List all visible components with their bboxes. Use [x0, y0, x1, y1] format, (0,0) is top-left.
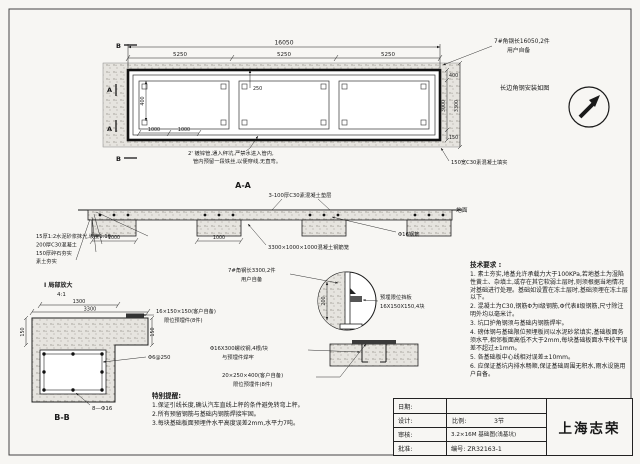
company-name: 上海志荣: [558, 421, 621, 437]
bb-dim-1300: 1300: [73, 299, 86, 305]
dim-inner-1000b: 1000: [178, 127, 190, 133]
aa-note-2: 200厚C30混凝土: [36, 241, 77, 249]
angle-steel-label: 7#角钢长16050,2件: [494, 37, 550, 45]
detail-steel-label: 7#角钢长3300,2件: [228, 266, 276, 274]
bb-dim-150-right: 150: [150, 327, 156, 336]
tech-item-4: 4. 磅体钢与基础限位预埋板间以水泥砂浆填实,基础板面务须水平,相邻板面高低不大…: [470, 329, 628, 352]
anchor-rebar-label-1: Φ16X300螺纹钢,4根/块: [210, 344, 269, 352]
tech-item-5: 5. 各基础板中心线相对误差±10mm。: [470, 353, 574, 361]
fill-label: 150宽C30素混凝土填实: [451, 158, 507, 166]
mark-a-bottom: A: [107, 125, 112, 133]
scale-label: 比例:: [452, 418, 467, 425]
rebar-label: Φ16钢筋: [398, 230, 420, 238]
bb-plate-label-2: 限位预埋件(8件): [164, 316, 202, 324]
tech-item-1: 1. 素土夯实,地基允许承载力大于100KPa,若地基土为湿陷性黄土、杂填土,或…: [470, 270, 628, 302]
rebar-dots: [98, 213, 445, 217]
bb-dim-150-left: 150: [20, 327, 26, 336]
approve-label: 批准:: [398, 446, 413, 453]
bb-main-rebar-label: 8—Φ16: [92, 406, 113, 412]
dim-right-3000: 3000: [441, 100, 447, 112]
ground-label: 地面: [456, 206, 468, 214]
install-note-label: 长边角钢安装如图: [500, 84, 550, 92]
design-label: 设计:: [398, 418, 413, 425]
angle-steel-user-label: 用户自备: [507, 46, 530, 54]
plan-view: [102, 62, 461, 148]
mark-a-top: A: [107, 86, 112, 94]
embed-plate-label-2: 限位预埋件(8件): [233, 380, 272, 388]
detail-dim-200: 200: [321, 296, 327, 305]
detail-user-label: 用户自备: [241, 275, 263, 283]
date-label: 日期:: [398, 404, 413, 411]
title-block-divider: [546, 399, 547, 455]
aa-note-1: 15厚1:2水泥砂浆抹光,坡度1:10: [36, 232, 111, 240]
tech-item-3: 3. 坑口护角钢须与基础内钢筋焊牢。: [470, 320, 568, 328]
title-block: 日期: 设计: 审核: 批准: 比例: 3节 3.2×16M 基础图(浅基坑) …: [393, 398, 633, 456]
embed-plate-detail: [307, 340, 419, 378]
embed-plate-label-1: 20×250×400(客户自备): [222, 371, 283, 379]
platform-bays: [138, 80, 430, 130]
section-aa-title: A-A: [235, 181, 252, 190]
cushion-label: 3-100厚C30素混凝土垫层: [269, 191, 332, 199]
dim-inner-400: 400: [140, 96, 146, 105]
cage-label: 3300×1000×1000混凝土钢筋笼: [268, 243, 350, 251]
plan-leaders: [245, 45, 493, 162]
section-aa-drawing: [75, 198, 462, 261]
drawing-number: 编号: ZR32163-1: [451, 446, 502, 453]
pipe-note-line1: 2' 镀锌管,通入秤坑,严禁水进入管内,: [188, 149, 274, 157]
dim-right-150: 150: [449, 135, 458, 141]
dim-inner-1000a: 1000: [148, 127, 160, 133]
sheet-border: [8, 8, 632, 456]
dim-right-3300: 3300: [454, 100, 460, 112]
special-reminder: 特别提醒: 1.保证引线长度,确认汽车直线上秤的条件避免转弯上秤。 2.所有预留…: [152, 392, 384, 428]
dim-total: 16050: [274, 40, 293, 47]
title-block-divider: [394, 441, 546, 442]
anchor-plates: [141, 83, 427, 126]
review-label: 审核:: [398, 432, 413, 439]
stop-plate-label-1: 预埋限位挡板: [380, 293, 412, 301]
dim-segment-1: 5250: [173, 52, 187, 58]
aa-note-4: 素土夯实: [36, 257, 57, 265]
plan-dimensions: [125, 44, 463, 150]
detail-circle: [289, 271, 379, 331]
section-bb-title: B-B: [54, 413, 70, 422]
detail-scale: 4:1: [57, 292, 66, 298]
bb-rebar-dots: [42, 352, 104, 392]
tech-item-2: 2. 混凝土为C30,钢筋Φ为Ⅰ级钢筋,Φ代表Ⅱ级钢筋,尺寸除注明外均以毫米计。: [470, 303, 624, 319]
drawing-name: 3.2×16M 基础图(浅基坑): [451, 432, 517, 438]
dim-inner-250: 250: [253, 86, 262, 92]
detail-title: I 局部放大: [44, 281, 72, 289]
section-markers: [115, 44, 137, 159]
scale-value: 3节: [494, 418, 505, 425]
mark-b-bottom: B: [116, 155, 121, 163]
aa-note-3: 150厚碎石夯实: [36, 249, 72, 257]
tech-requirements: 技术要求 : 1. 素土夯实,地基允许承载力大于100KPa,若地基土为湿陷性黄…: [470, 261, 628, 379]
reminder-item-3: 3.每块基础板面预埋件水平高度误差2mm,水平力7吨。: [152, 419, 299, 427]
bb-plate-label-1: 16×150×150(客户自备): [156, 307, 216, 315]
dim-right-400: 400: [449, 73, 458, 79]
dim-segment-2: 5250: [277, 52, 291, 58]
tech-requirements-title: 技术要求 :: [470, 261, 502, 269]
bb-stirrup-label: Φ6@250: [148, 355, 170, 361]
anchor-rebar-label-2: 与预埋件焊牢: [222, 353, 254, 361]
title-block-divider: [394, 427, 546, 428]
pipe-note-line2: 管内预留一段铁丝,以便穿线,无直弯。: [193, 157, 281, 165]
section-bb-drawing: [23, 301, 155, 406]
bb-dim-3300: 3300: [84, 307, 97, 313]
tech-item-6: 6. 应保证基坑内排水畅顺,保证基础周围无积水,雨水设施用户自备。: [470, 362, 626, 378]
mark-b-top: B: [116, 42, 121, 50]
aa-dim-1000b: 1000: [213, 235, 225, 241]
reminder-item-2: 2.所有预留钢筋与基础内钢筋焊接牢固。: [152, 410, 260, 418]
aa-dim-1000a: 1000: [108, 235, 120, 241]
dim-segment-3: 5250: [381, 52, 395, 58]
title-block-divider: [394, 413, 546, 414]
install-direction-arrow-icon: [568, 86, 610, 128]
reminder-item-1: 1.保证引线长度,确认汽车直线上秤的条件避免转弯上秤。: [152, 401, 304, 409]
special-reminder-title: 特别提醒:: [152, 392, 182, 400]
stop-plate-label-2: 16X150X150,4块: [380, 302, 425, 310]
